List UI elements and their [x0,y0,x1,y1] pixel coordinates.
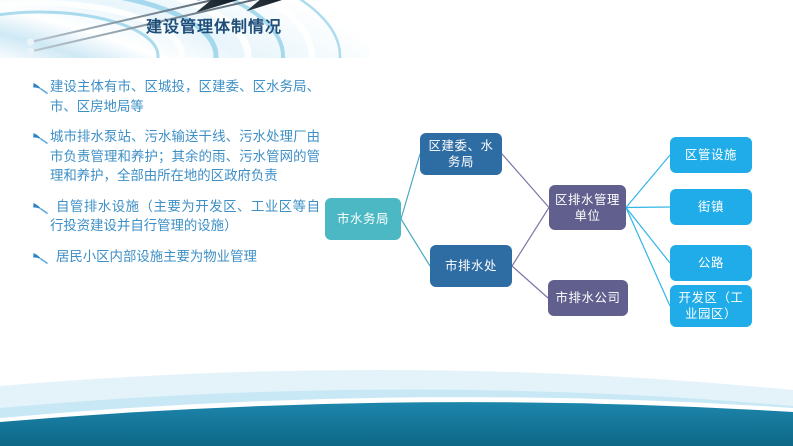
list-item: 建设主体有市、区城投，区建委、区水务局、市、区房地局等 [30,78,320,117]
page-title: 建设管理体制情况 [146,17,283,36]
diagram-node-label: 公路 [698,255,724,270]
diagram-node-label: 开发区（工业园区） [678,290,744,321]
list-item-label: 建设主体有市、区城投，区建委、区水务局、市、区房地局等 [50,80,320,115]
diagram-node-n1: 市水务局 [325,198,401,240]
diagram-node-n6: 区管设施 [670,137,752,173]
diagram-node-n2: 区建委、水务局 [420,133,502,175]
diagram-node-n5: 市排水公司 [548,280,628,316]
diagram-connector-n1-n3 [400,218,431,267]
blue-arrow-bullet-icon [33,252,48,264]
diagram-connector-n4-n9 [625,207,671,307]
diagram-node-n8: 公路 [670,245,752,281]
diagram-connector-n3-n5 [511,265,549,299]
diagram-node-label: 区建委、水务局 [428,138,494,169]
list-item: 自管排水设施（主要为开发区、工业区等自行投资建设并自行管理的设施） [30,198,320,237]
diagram-node-label: 区管设施 [685,147,737,162]
diagram-node-label: 市排水处 [445,258,497,273]
diagram-connector-n4-n7 [625,206,671,209]
diagram-connector-n4-n8 [625,207,671,264]
diagram-node-label: 区排水管理单位 [555,191,620,223]
list-item-label: 居民小区内部设施主要为物业管理 [56,249,257,265]
diagram-node-label: 街镇 [698,199,724,214]
blue-arrow-bullet-icon [33,202,48,214]
diagram-connector-n2-n4 [501,153,550,208]
arrows-ripple-banner-icon [0,0,793,58]
diagram-node-n7: 街镇 [670,189,752,225]
list-item: 城市排水泵站、污水输送干线、污水处理厂由市负责管理和养护；其余的雨、污水管网的管… [30,128,320,187]
diagram-node-n9: 开发区（工业园区） [670,285,752,327]
diagram-node-label: 市排水公司 [555,290,621,305]
diagram-node-label: 市水务局 [337,211,389,226]
bottom-wave-decoration [0,369,793,446]
diagram-connector-n4-n6 [625,154,671,208]
header-banner: 建设管理体制情况 [0,0,793,58]
blue-arrow-bullet-icon [33,83,48,95]
diagram-node-n4: 区排水管理单位 [549,185,626,230]
diagram-connector-n1-n2 [400,153,421,220]
list-item: 居民小区内部设施主要为物业管理 [30,248,320,270]
list-item-label: 城市排水泵站、污水输送干线、污水处理厂由市负责管理和养护；其余的雨、污水管网的管… [50,130,320,184]
list-item-label: 自管排水设施（主要为开发区、工业区等自行投资建设并自行管理的设施） [50,199,320,235]
bullet-list: 建设主体有市、区城投，区建委、区水务局、市、区房地局等 城市排水泵站、污水输送干… [30,78,320,281]
diagram-node-n3: 市排水处 [430,245,512,287]
blue-arrow-bullet-icon [33,133,48,145]
diagram-connector-n3-n4 [511,207,550,267]
